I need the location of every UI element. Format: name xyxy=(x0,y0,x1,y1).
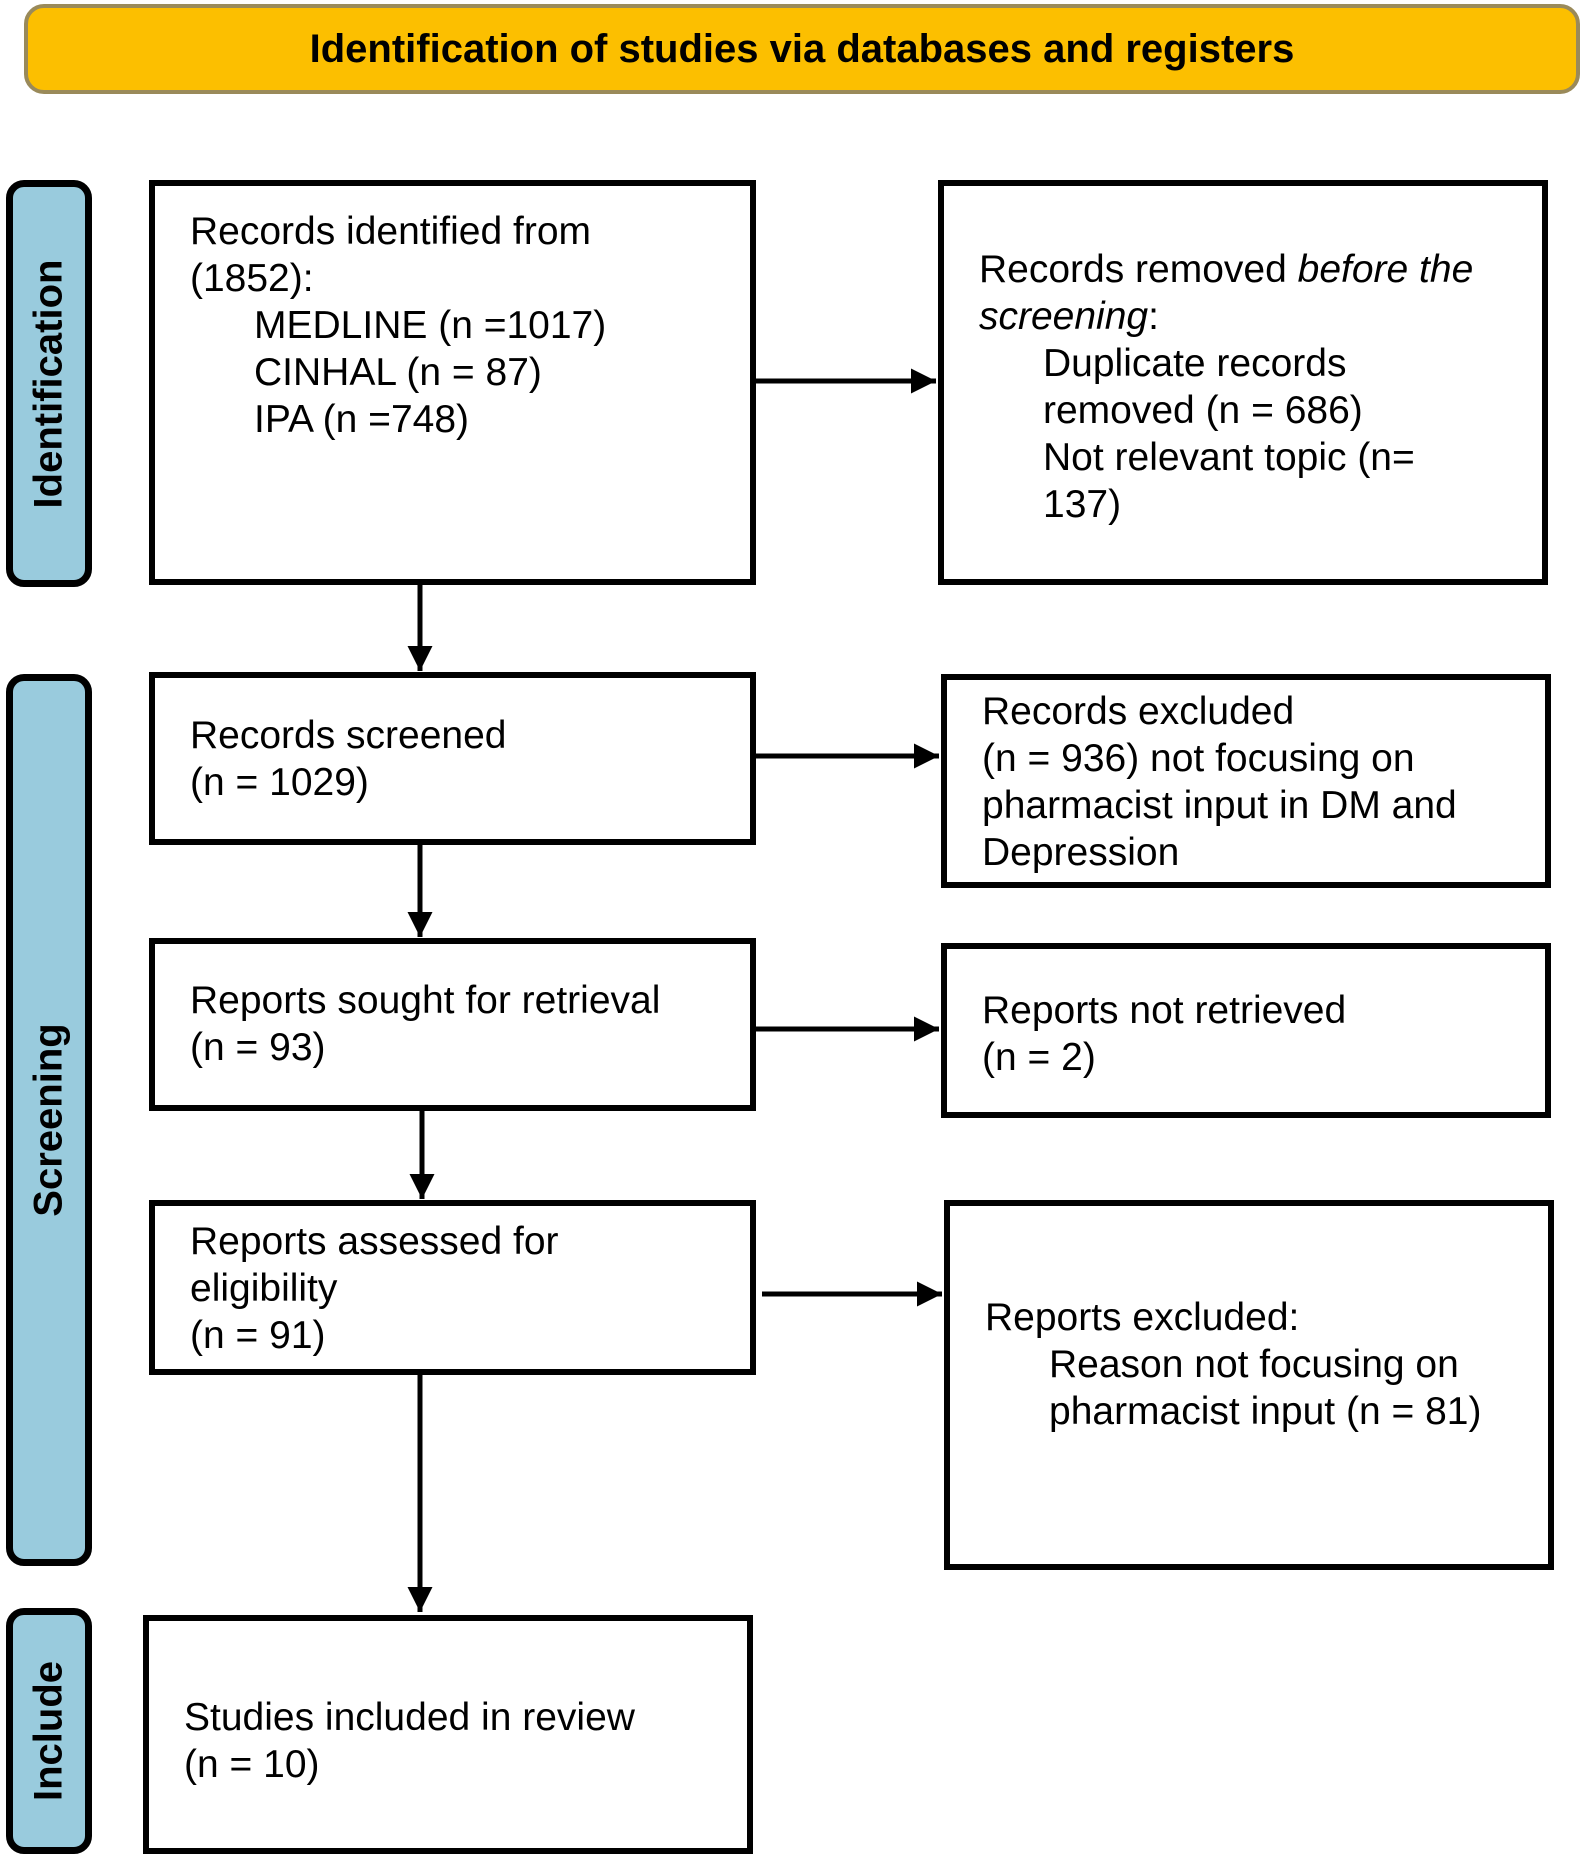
records-removed-line-2-b: : xyxy=(1148,295,1159,338)
records-identified-line-1: Records identified from xyxy=(190,210,592,253)
records-removed-line-1-b: before the xyxy=(1297,248,1474,291)
phase-include: Include xyxy=(6,1608,92,1854)
reports-excluded-line-1: Reports excluded: xyxy=(985,1296,1300,1339)
records-removed-duplicates-2: removed (n = 686) xyxy=(1043,389,1363,432)
records-screened-line-1: Records screened xyxy=(190,714,507,757)
studies-included-line-1: Studies included in review xyxy=(184,1696,635,1739)
records-identified-medline: MEDLINE (n =1017) xyxy=(254,304,607,347)
records-removed-line-2: screening: xyxy=(979,293,1473,340)
records-removed-duplicates-1: Duplicate records xyxy=(1043,342,1347,385)
reports-assessed-line-2: eligibility xyxy=(190,1267,338,1310)
records-removed-line-2-a: screening xyxy=(979,295,1149,338)
records-removed-line-1-a: Records removed xyxy=(979,248,1298,291)
box-reports-excluded: Reports excluded: Reason not focusing on… xyxy=(944,1200,1554,1570)
reports-sought-line-2: (n = 93) xyxy=(190,1026,326,1069)
box-records-excluded: Records excluded (n = 936) not focusing … xyxy=(941,674,1551,888)
box-records-screened: Records screened (n = 1029) xyxy=(149,672,756,845)
header-banner: Identification of studies via databases … xyxy=(24,4,1580,94)
phase-identification: Identification xyxy=(6,180,92,587)
reports-not-retrieved-line-1: Reports not retrieved xyxy=(982,989,1347,1032)
records-identified-ipa: IPA (n =748) xyxy=(254,398,469,441)
records-excluded-line-2: (n = 936) not focusing on xyxy=(982,737,1415,780)
records-identified-cinhal: CINHAL (n = 87) xyxy=(254,351,542,394)
box-records-identified: Records identified from (1852): MEDLINE … xyxy=(149,180,756,585)
box-reports-not-retrieved: Reports not retrieved (n = 2) xyxy=(941,943,1551,1118)
phase-screening: Screening xyxy=(6,674,92,1566)
records-removed-not-relevant-1: Not relevant topic (n= xyxy=(1043,436,1415,479)
reports-excluded-line-3: pharmacist input (n = 81) xyxy=(1049,1390,1482,1433)
studies-included-line-2: (n = 10) xyxy=(184,1743,320,1786)
reports-not-retrieved-line-2: (n = 2) xyxy=(982,1036,1096,1079)
records-excluded-line-4: Depression xyxy=(982,831,1180,874)
records-removed-line-1: Records removed before the xyxy=(979,246,1473,293)
records-screened-line-2: (n = 1029) xyxy=(190,761,369,804)
header-title: Identification of studies via databases … xyxy=(309,26,1295,71)
box-studies-included: Studies included in review (n = 10) xyxy=(143,1615,753,1854)
reports-sought-line-1: Reports sought for retrieval xyxy=(190,979,661,1022)
box-reports-sought: Reports sought for retrieval (n = 93) xyxy=(149,938,756,1111)
records-removed-not-relevant-2: 137) xyxy=(1043,483,1122,526)
records-excluded-line-3: pharmacist input in DM and xyxy=(982,784,1457,827)
records-identified-line-2: (1852): xyxy=(190,257,314,300)
box-records-removed: Records removed before the screening: Du… xyxy=(938,180,1548,585)
reports-assessed-line-1: Reports assessed for xyxy=(190,1220,559,1263)
reports-assessed-line-3: (n = 91) xyxy=(190,1314,326,1357)
box-reports-assessed: Reports assessed for eligibility (n = 91… xyxy=(149,1200,756,1375)
records-excluded-line-1: Records excluded xyxy=(982,690,1295,733)
reports-excluded-line-2: Reason not focusing on xyxy=(1049,1343,1459,1386)
